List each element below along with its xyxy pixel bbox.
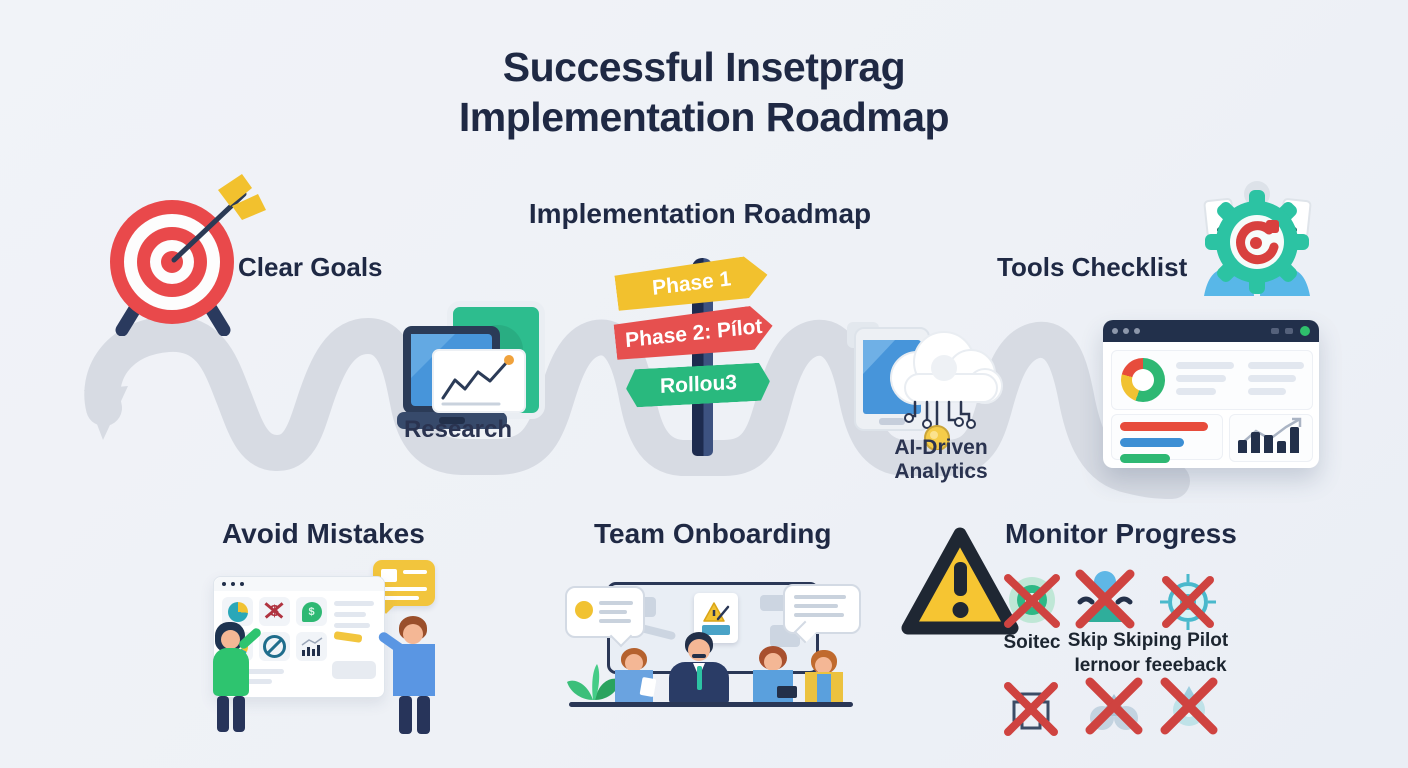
crossed-target-icon (1004, 574, 1060, 628)
sign-phase2-label: Phase 2: Pílot (624, 314, 764, 353)
crossed-gear-icon (1160, 677, 1218, 735)
research-label: Research (403, 416, 513, 443)
sign-phase3-label: Rollou3 (659, 370, 737, 399)
blue-bar (1120, 438, 1184, 447)
dashboard-titlebar (1103, 320, 1319, 342)
ai-analytics-label: AI-Driven Analytics (871, 436, 1011, 484)
window-control-icon (1285, 328, 1293, 334)
window-dot-icon (1134, 328, 1140, 334)
board-text-lines (334, 601, 374, 634)
title-line1: Successful Insetprag (502, 44, 906, 90)
person-woman-green (205, 622, 265, 734)
ai-analytics-line2: Analytics (894, 460, 988, 483)
dashboard-top-panel (1111, 350, 1313, 410)
person-attendee-right2 (799, 650, 853, 704)
team-onboarding-illustration (565, 556, 861, 736)
roadmap-subtitle: Implementation Roadmap (528, 198, 872, 229)
team-onboarding-label: Team Onboarding (594, 518, 832, 549)
person-presenter (663, 632, 735, 704)
bar-chart-tile-icon (296, 632, 327, 661)
dashboard-bars-panel (1111, 414, 1223, 463)
dashboard-text-lines (1248, 362, 1308, 401)
window-control-icon (1271, 328, 1279, 334)
tools-checklist-label: Tools Checklist (997, 252, 1188, 282)
dashboard-icon (1103, 320, 1319, 468)
dashboard-chart-panel (1229, 414, 1313, 462)
chat-dollar-icon: $ (296, 597, 327, 626)
person-attendee-right1 (751, 646, 803, 704)
crossed-box-icon (1004, 682, 1058, 736)
crossed-compass-icon (1160, 574, 1216, 630)
crossed-team-icon (1075, 569, 1135, 629)
window-dot-icon (1112, 328, 1118, 334)
monitor-caption-2: Skip Skiping Pilot (1067, 630, 1229, 651)
speech-bubble-left-icon (565, 586, 645, 648)
warning-triangle-icon (901, 527, 1019, 635)
monitor-progress-label: Monitor Progress (1005, 518, 1237, 549)
donut-chart-icon (1121, 358, 1165, 402)
board-gray-box (332, 661, 376, 679)
plant-icon (567, 664, 621, 700)
person-man-blue (375, 616, 445, 734)
crossed-shape-icon (1085, 677, 1143, 735)
gear-target-icon (1203, 181, 1312, 296)
table-icon (569, 702, 853, 707)
dashboard-text-lines (1176, 362, 1238, 401)
target-icon (110, 174, 266, 336)
donut-hole (1132, 369, 1154, 391)
ai-analytics-line1: AI-Driven (894, 436, 988, 459)
clear-goals-label: Clear Goals (238, 252, 383, 282)
avoid-mistakes-illustration: $ $ (205, 556, 450, 734)
green-bar (1120, 454, 1170, 463)
window-dot-icon (1123, 328, 1129, 334)
sign-phase1-label: Phase 1 (651, 267, 733, 300)
board-card-icon (694, 593, 738, 643)
red-bar (1120, 422, 1208, 431)
window-green-dot-icon (1300, 326, 1310, 336)
mini-bar-chart-icon (1238, 427, 1299, 453)
signpost-icon (692, 258, 713, 456)
title-line2: Implementation Roadmap (458, 94, 950, 140)
sign-phase3: Rollou3 (625, 362, 771, 407)
pie-chart-icon (222, 597, 253, 626)
page-title: Successful Insetprag Implementation Road… (0, 42, 1408, 142)
cloud-ai-icon (847, 322, 1003, 450)
crossed-dollar-icon: $ (259, 597, 290, 626)
monitor-caption-3: Iernoor feeeback (1074, 655, 1227, 676)
person-attendee-left (611, 648, 663, 704)
avoid-mistakes-label: Avoid Mistakes (222, 518, 425, 549)
speech-bubble-right-icon (783, 584, 861, 644)
laptop-chart-icon (397, 301, 545, 429)
no-symbol-icon (259, 632, 290, 661)
monitor-caption-1: Soitec (1003, 632, 1061, 653)
